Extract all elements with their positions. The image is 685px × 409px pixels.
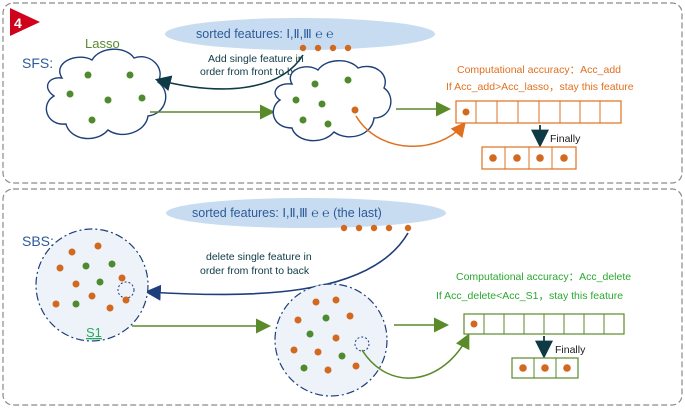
result-removed-slot xyxy=(354,336,370,352)
sbs-sorted-dots xyxy=(340,224,412,232)
delete-note-line2: order from front to back xyxy=(200,265,310,277)
sbs-accuracy-line1: Computational accuracy：Acc_delete xyxy=(456,271,631,283)
sfs-final-array xyxy=(481,146,577,170)
sfs-accuracy-arrow xyxy=(355,115,466,148)
sfs-feature-array xyxy=(455,100,622,124)
result-circle-dots xyxy=(290,296,360,374)
sfs-sorted-dots xyxy=(299,44,352,52)
figure-badge: 4 xyxy=(10,8,40,36)
sfs-panel xyxy=(2,2,683,184)
delete-note-line1: delete single feature in xyxy=(206,251,312,263)
sfs-accuracy-line2: If Acc_add>Acc_lasso，stay this feature xyxy=(446,81,634,93)
add-note-line1: Add single feature in xyxy=(208,53,304,65)
add-arrow xyxy=(154,54,304,91)
sbs-sorted-features: sorted features: Ⅰ,Ⅱ,Ⅲ ℮ ℮ (the last) xyxy=(192,206,382,220)
sfs-label: SFS: xyxy=(22,55,53,71)
lasso-cloud xyxy=(45,48,167,140)
sfs-sorted-ellipse xyxy=(165,18,435,50)
result-circle xyxy=(274,283,388,397)
sbs-panel xyxy=(2,188,683,406)
delete-arrow xyxy=(144,232,409,301)
sbs-feature-array xyxy=(463,313,625,335)
sfs-accuracy-line1: Computational accuracy：Acc_add xyxy=(457,64,621,76)
s1-label: S1 xyxy=(86,325,102,340)
lasso-cloud-dots xyxy=(66,71,146,124)
svg-text:4: 4 xyxy=(14,15,22,31)
s1-circle-dots xyxy=(52,242,130,312)
sbs-finally-label: Finally xyxy=(555,344,586,356)
sbs-sorted-ellipse xyxy=(166,198,446,228)
sbs-final-array xyxy=(511,357,579,379)
sbs-accuracy-line2: If Acc_delete<Acc_S1，stay this feature xyxy=(436,290,623,302)
sbs-label: SBS: xyxy=(22,233,54,249)
s1-circle xyxy=(35,228,149,342)
sbs-accuracy-arrow xyxy=(361,333,470,379)
sfs-sorted-features: sorted features: Ⅰ,Ⅱ,Ⅲ ℮ ℮ xyxy=(196,27,334,41)
lasso-label: Lasso xyxy=(85,36,120,51)
sfs-finally-label: Finally xyxy=(550,133,581,145)
result-cloud-dots xyxy=(292,76,359,128)
